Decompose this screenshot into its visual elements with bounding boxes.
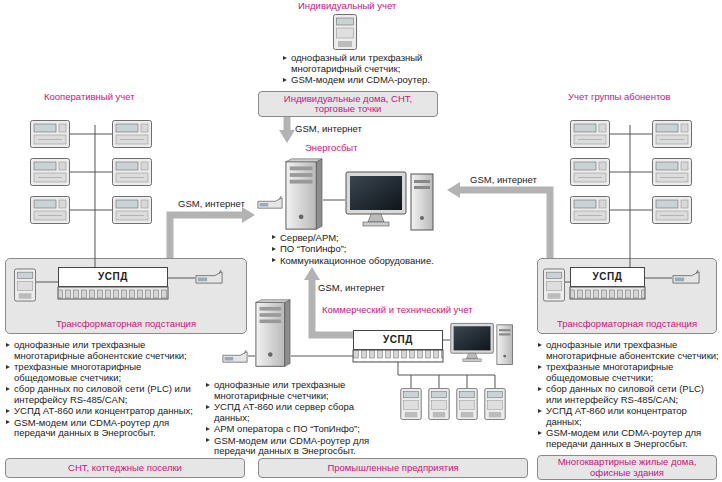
uspd-label: УСПД <box>98 272 128 283</box>
bullet-item: GSM-модем или CDMA-роутер для передачи д… <box>537 428 722 449</box>
section-heading-box: Учет группы абонентов <box>568 92 718 103</box>
tag-text: Промышленные предприятия <box>327 463 458 474</box>
segment-tag: Индивидуальные дома, СНТ, торговые точки <box>258 91 438 117</box>
bullet-item: Сервер/АРМ; <box>271 233 447 244</box>
bullet-item: однофазные или трехфазные многотарифные … <box>5 340 195 361</box>
bullet-item: ПО “ТопИнфо”; <box>271 244 447 255</box>
gsm-arrow <box>460 190 550 258</box>
bullet-item: УСПД АТ-860 или концентратор данных; <box>537 406 722 427</box>
section-heading: Учет группы абонентов <box>568 92 718 103</box>
uspd-box: УСПД <box>570 267 645 287</box>
uspd-label: УСПД <box>593 272 623 283</box>
bullet-list: однофазные или трехфазные многотарифные … <box>5 340 195 440</box>
bullet-item: GSM-модем или CDMA-роутер для передачи д… <box>5 418 195 439</box>
bullet-item: GSM-модем или CDMA-роутер для передачи д… <box>205 436 390 457</box>
edge-label: GSM, интернет <box>295 124 362 135</box>
edge-label: GSM, интернет <box>318 283 385 294</box>
bullet-item: однофазный или трехфазный многотарифный … <box>282 53 434 74</box>
bullet-list: однофазные или трехфазные многотарифные … <box>537 340 722 450</box>
bullet-item: трехфазные многотарифные общедомовые сче… <box>5 362 195 383</box>
bullet-item: трехфазные многотарифные общедомовые сче… <box>537 362 722 383</box>
hub-block: ЭнергосбытСервер/АРМ;ПО “ТопИнфо”;Коммун… <box>255 143 447 267</box>
bullet-list: однофазный или трехфазный многотарифный … <box>282 53 434 87</box>
hub-title: Энергосбыт <box>305 143 447 154</box>
bullet-item: сбор данных по силовой сети (PLC) или ин… <box>5 384 195 405</box>
tag-text: Индивидуальные дома, СНТ, торговые точки <box>263 94 433 115</box>
section-heading-box: Кооперативный учет <box>44 92 184 103</box>
bullet-item: однофазные или трехфазные многотарифные … <box>205 380 390 401</box>
bullet-item: АРМ оператора с ПО “ТопИнфо”; <box>205 424 390 435</box>
uspd-box: УСПД <box>353 330 443 350</box>
bullet-item: УСПД АТ-860 или концентратор данных; <box>5 406 195 417</box>
section-heading-box: Коммерческий и технический учет <box>322 305 482 316</box>
segment-tag: Промышленные предприятия <box>258 458 528 478</box>
substation-label: Трансформаторная подстанция <box>538 319 716 330</box>
tag-text: СНТ, коттеджные поселки <box>68 463 182 474</box>
section-heading: Индивидуальный учет <box>298 1 438 12</box>
bullet-item: Коммуникационное оборудование. <box>271 256 447 267</box>
uspd-label: УСПД <box>383 335 413 346</box>
uspd-box: УСПД <box>58 267 168 287</box>
illustration-spacer <box>255 154 447 233</box>
gsm-arrow <box>170 215 242 258</box>
bullet-item: УСПД АТ-860 или сервер сбора данных; <box>205 402 390 423</box>
tag-text: Многоквартирные жилые дома, офисные здан… <box>542 457 712 478</box>
section-heading: Коммерческий и технический учет <box>322 305 482 316</box>
substation-box: Трансформаторная подстанция УСПД <box>537 258 717 334</box>
section-heading-box: Индивидуальный учет <box>298 1 438 12</box>
edge-label: GSM, интернет <box>178 199 245 210</box>
bullet-list: однофазные или трехфазные многотарифные … <box>205 380 390 458</box>
gsm-arrow <box>284 117 291 130</box>
segment-tag: Многоквартирные жилые дома, офисные здан… <box>537 455 717 480</box>
substation-box: Трансформаторная подстанция УСПД <box>5 258 247 334</box>
edge-label: GSM, интернет <box>470 175 537 186</box>
bullet-item: GSM-модем или CDMA-роутер. <box>282 75 434 86</box>
substation-label: Трансформаторная подстанция <box>6 319 246 330</box>
segment-tag: СНТ, коттеджные поселки <box>5 458 245 478</box>
bullet-item: сбор данных по силовой сети (PLC) или ин… <box>537 384 722 405</box>
bullet-item: однофазные или трехфазные многотарифные … <box>537 340 722 361</box>
section-heading: Кооперативный учет <box>44 92 184 103</box>
